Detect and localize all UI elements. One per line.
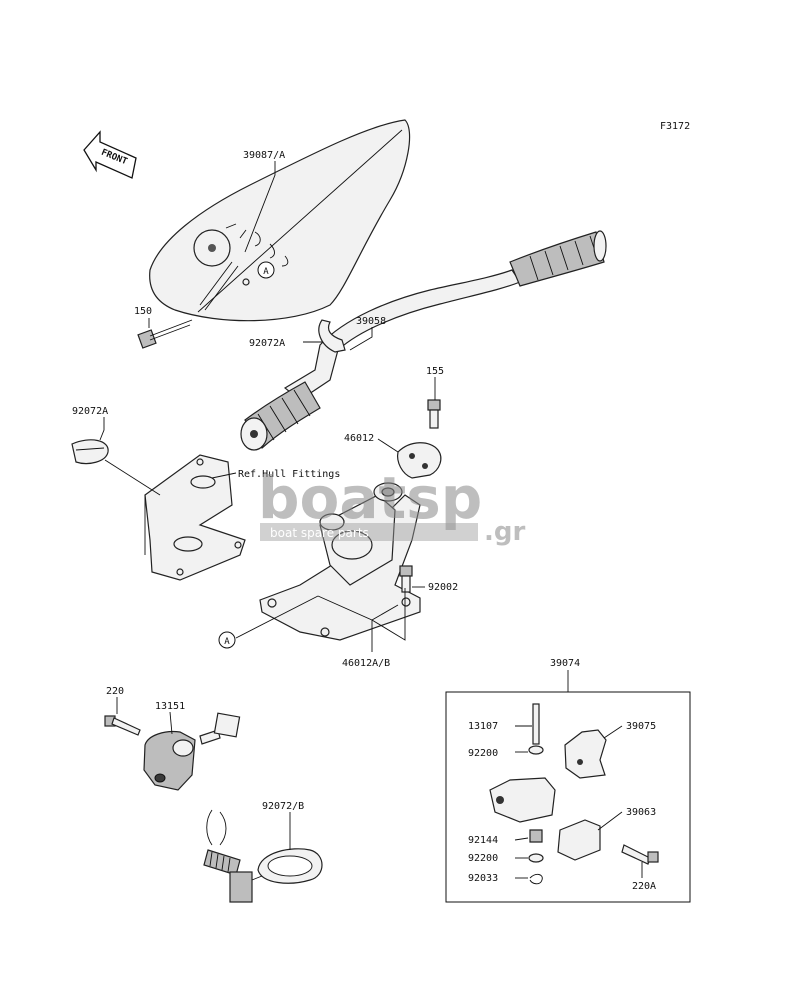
- clamp-92072a-top-part: [318, 319, 346, 353]
- handlebar-part: [240, 230, 607, 451]
- kit-39074-box: [445, 691, 691, 903]
- label-92033: 92033: [468, 873, 498, 884]
- callout-a-upper-text: A: [263, 267, 269, 277]
- bolt-92002-part: [399, 565, 413, 593]
- label-39074-kit: 39074: [550, 658, 580, 669]
- label-92200-a: 92200: [468, 748, 498, 759]
- label-92200-b: 92200: [468, 853, 498, 864]
- bracket-hull-fitting-part: [144, 454, 246, 581]
- callout-a-lower: A: [218, 631, 236, 649]
- holder-46012-upper-part: [397, 442, 442, 479]
- bolt-220-part: [104, 715, 141, 736]
- lanyard-clip-part: [203, 809, 323, 903]
- label-46012ab: 46012A/B: [342, 658, 390, 669]
- switch-13151-part: [143, 712, 241, 791]
- label-150: 150: [134, 306, 152, 317]
- label-92072a-left: 92072A: [72, 406, 108, 417]
- label-39075: 39075: [626, 721, 656, 732]
- label-39063: 39063: [626, 807, 656, 818]
- figure-code: F3172: [660, 121, 690, 132]
- watermark-tagline: boat spare parts: [270, 526, 369, 540]
- label-39058: 39058: [356, 316, 386, 327]
- label-155: 155: [426, 366, 444, 377]
- ref-hull-fittings-note: Ref.Hull Fittings: [238, 469, 340, 480]
- bolt-150-part: [137, 319, 193, 349]
- label-13107: 13107: [468, 721, 498, 732]
- callout-a-upper: A: [257, 261, 275, 279]
- label-220: 220: [106, 686, 124, 697]
- label-13151: 13151: [155, 701, 185, 712]
- steering-column-part: [259, 482, 421, 641]
- watermark-logo: boatsp .gr boat spare parts: [258, 464, 525, 547]
- label-92144: 92144: [468, 835, 498, 846]
- watermark-main: boatsp: [258, 464, 482, 532]
- label-220a: 220A: [632, 881, 656, 892]
- label-39087a: 39087/A: [243, 150, 285, 161]
- front-arrow-icon: FRONT: [83, 130, 137, 179]
- handlebar-cover-part: [149, 119, 411, 322]
- leader-lines: [99, 161, 643, 879]
- bolt-155-part: [427, 399, 441, 429]
- callout-a-lower-text: A: [224, 637, 230, 647]
- label-92072b: 92072/B: [262, 801, 304, 812]
- watermark-suffix: .gr: [484, 517, 525, 547]
- label-92072a-top: 92072A: [249, 338, 285, 349]
- clamp-92072a-left-part: [71, 439, 109, 465]
- label-46012: 46012: [344, 433, 374, 444]
- label-92002: 92002: [428, 582, 458, 593]
